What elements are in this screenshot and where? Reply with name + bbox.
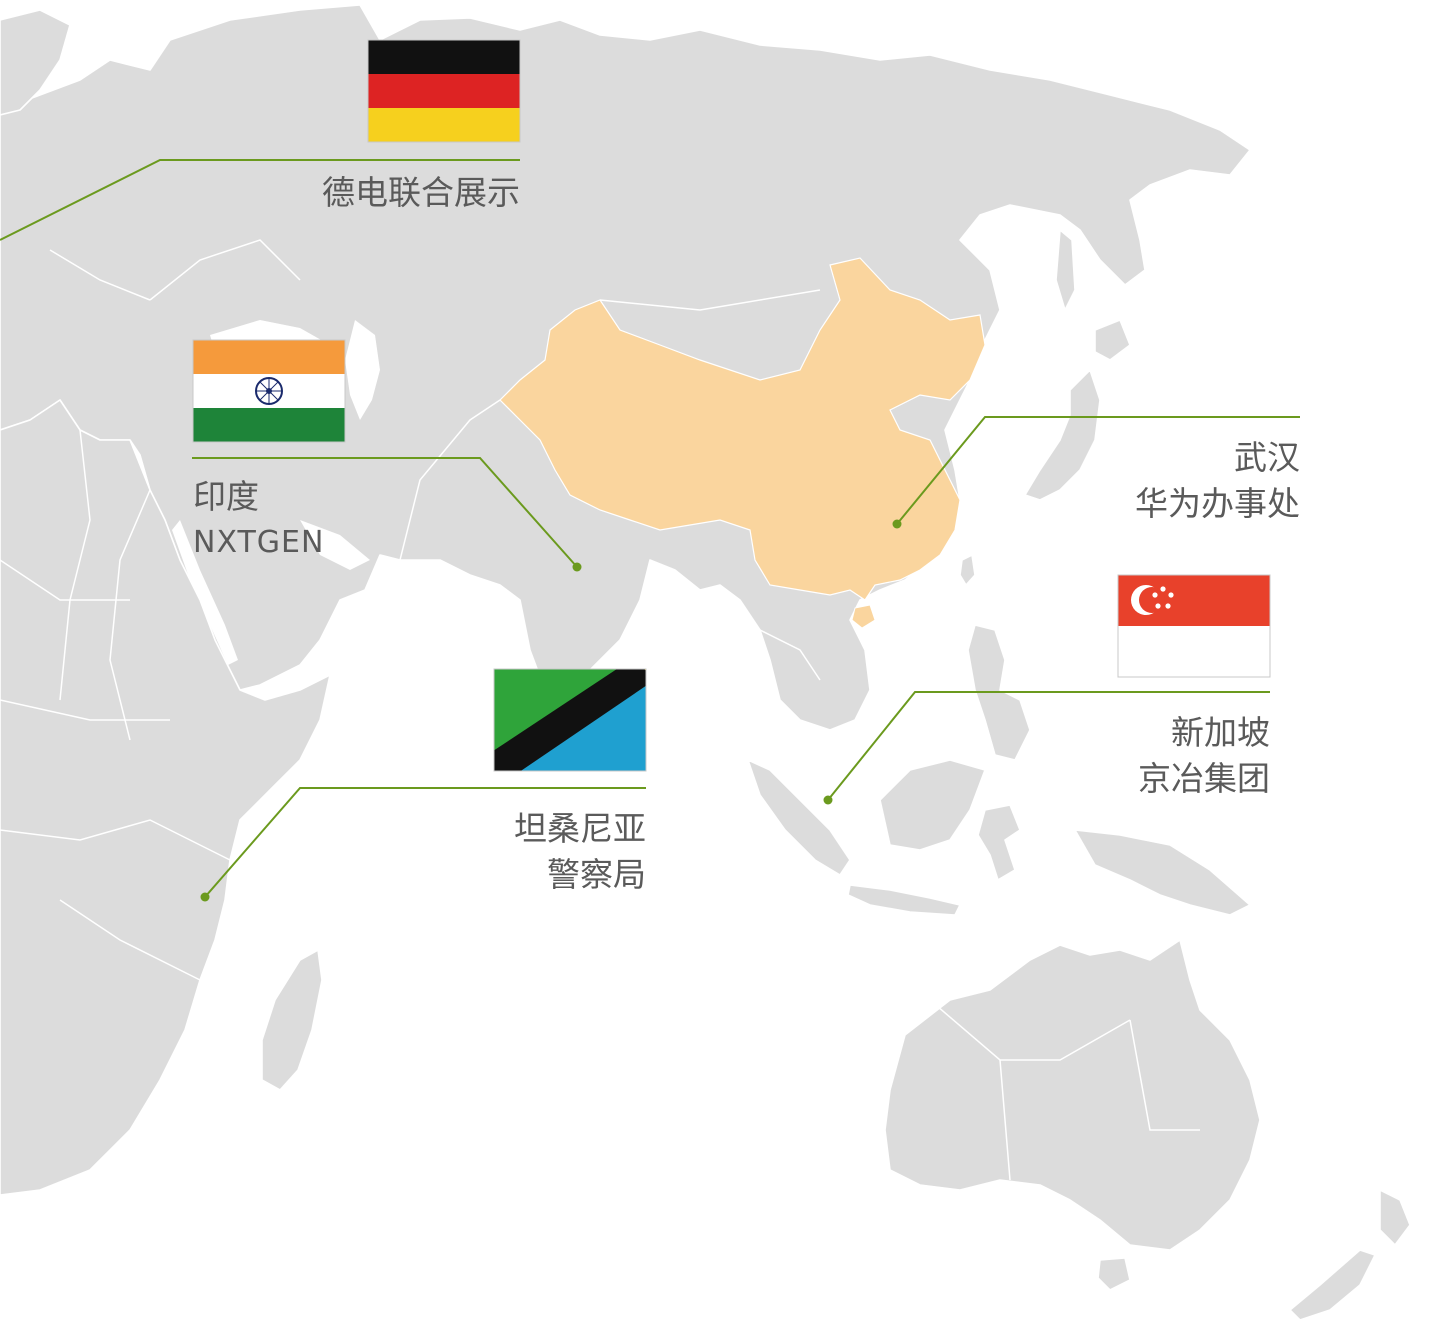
- india-dot: [572, 562, 582, 572]
- india-label-line-1: 印度: [193, 477, 259, 516]
- java: [847, 884, 961, 916]
- singapore-flag: [1117, 574, 1271, 678]
- tanzania-leader-line: [204, 787, 646, 898]
- india-leader-line: [192, 457, 578, 568]
- hokkaido: [1094, 319, 1131, 361]
- india-flag: [192, 339, 346, 443]
- stars-icon: [1152, 586, 1174, 609]
- tanzania-label-line-1: 坦桑尼亚: [514, 809, 646, 848]
- sakhalin: [1055, 229, 1076, 311]
- germany-label-line-1: 德电联合展示: [322, 173, 520, 212]
- wuhan-label-line-2: 华为办事处: [1135, 484, 1300, 523]
- tanzania-dot: [200, 892, 210, 902]
- germany-leader-line: [0, 159, 520, 241]
- tanzania-flag: [493, 668, 647, 772]
- madagascar: [261, 949, 323, 1091]
- taiwan: [959, 554, 976, 586]
- hainan-highlight: [851, 604, 876, 629]
- persian-gulf: [300, 520, 370, 570]
- germany-flag: [367, 39, 521, 143]
- india-label-line-2: NXTGEN: [193, 525, 325, 560]
- tasmania: [1097, 1257, 1131, 1291]
- red-sea: [172, 520, 238, 665]
- germany-label: 德电联合展示: [322, 170, 520, 216]
- caspian-sea: [345, 320, 380, 420]
- china-highlight: [499, 257, 986, 601]
- borneo: [879, 759, 986, 851]
- australia: [884, 939, 1261, 1251]
- wuhan-label: 武汉 华为办事处: [1135, 435, 1300, 527]
- wuhan-label-line-1: 武汉: [1234, 438, 1300, 477]
- leader-lines: [0, 159, 1300, 898]
- japan: [1024, 369, 1101, 501]
- sumatra: [747, 759, 851, 876]
- wuhan-dot: [892, 519, 902, 529]
- new-guinea: [1074, 829, 1251, 916]
- scandinavia: [0, 9, 71, 116]
- new-zealand-south: [1289, 1249, 1376, 1321]
- new-zealand-north: [1379, 1189, 1411, 1246]
- singapore-dot: [823, 795, 833, 805]
- tanzania-label: 坦桑尼亚 警察局: [514, 806, 646, 898]
- india-label: 印度 NXTGEN: [193, 474, 324, 566]
- location-dots: [200, 519, 902, 902]
- wuhan-leader-line: [896, 416, 1300, 525]
- singapore-label-line-1: 新加坡: [1171, 713, 1270, 752]
- tanzania-label-line-2: 警察局: [547, 855, 646, 894]
- singapore-leader-line: [827, 691, 1270, 801]
- singapore-label-line-2: 京冶集团: [1138, 759, 1270, 798]
- singapore-label: 新加坡 京冶集团: [1138, 710, 1270, 802]
- africa-landmass: [0, 399, 331, 1196]
- sulawesi: [977, 804, 1021, 881]
